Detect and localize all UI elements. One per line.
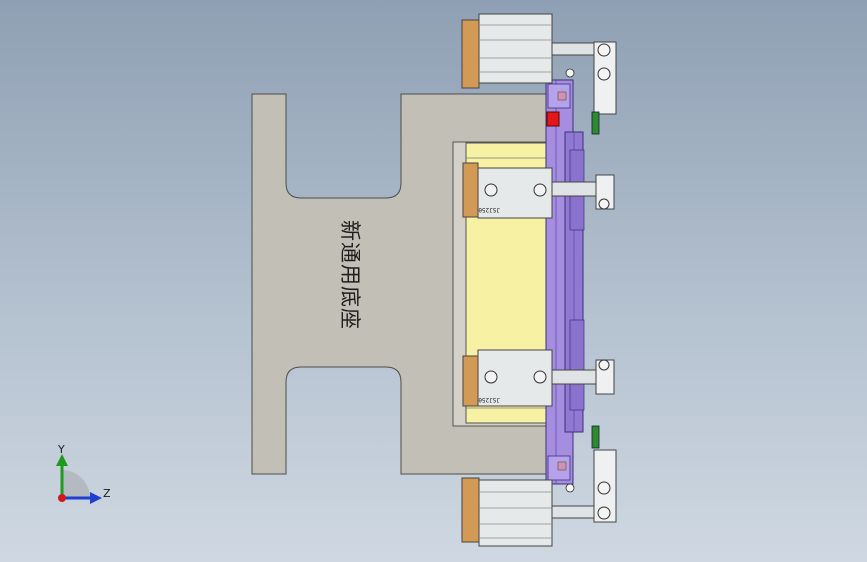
cylinder-mid-upper-marking: JSJ250 [478, 206, 500, 213]
fixture-gusset-lower [569, 319, 585, 411]
bolt-head-top [557, 91, 567, 101]
clamp-top-green-pad[interactable] [591, 111, 600, 135]
clamp-top-pivot-2 [597, 67, 611, 81]
clamp-top-pivot-1 [597, 43, 611, 57]
pad-mid-upper[interactable] [462, 162, 479, 218]
cylinder-mid-lower-port-2 [533, 370, 547, 384]
base-plate-label: 新通用底座 [338, 220, 362, 330]
cylinder-mid-lower-marking: JSJ250 [478, 396, 500, 403]
clamp-top-pivot-3 [565, 68, 575, 78]
pad-bottom[interactable] [461, 477, 480, 543]
clamp-bottom-green-pad[interactable] [591, 425, 600, 449]
triad-plane-wedge [62, 470, 90, 498]
triad-z-arrow [90, 492, 102, 504]
triad-z-label: Z [103, 487, 111, 500]
cylinder-mid-upper-port-1 [484, 183, 498, 197]
cylinder-top-rod[interactable] [551, 42, 597, 56]
clamp-bottom-pivot-3 [565, 483, 575, 493]
cylinder-bottom-rod[interactable] [551, 505, 597, 519]
cylinder-mid-lower-port-1 [484, 370, 498, 384]
cylinder-mid-upper-port-2 [533, 183, 547, 197]
bolt-head-bottom [557, 461, 567, 471]
triad-y-arrow [56, 454, 68, 466]
clamp-bottom-pivot-1 [597, 481, 611, 495]
orientation-triad[interactable]: Y Z [56, 443, 111, 504]
triad-x-origin [58, 494, 66, 502]
red-locator-pin[interactable] [546, 111, 560, 127]
clamp-bottom-pivot-2 [597, 506, 611, 520]
cylinder-bottom-body[interactable] [478, 479, 553, 547]
pad-top[interactable] [461, 19, 480, 89]
triad-y-label: Y [57, 443, 65, 456]
cylinder-mid-lower-pivot [598, 359, 610, 371]
cylinder-top-body[interactable] [478, 13, 553, 84]
cylinder-mid-upper-pivot [598, 198, 610, 210]
pad-mid-lower[interactable] [462, 355, 479, 407]
